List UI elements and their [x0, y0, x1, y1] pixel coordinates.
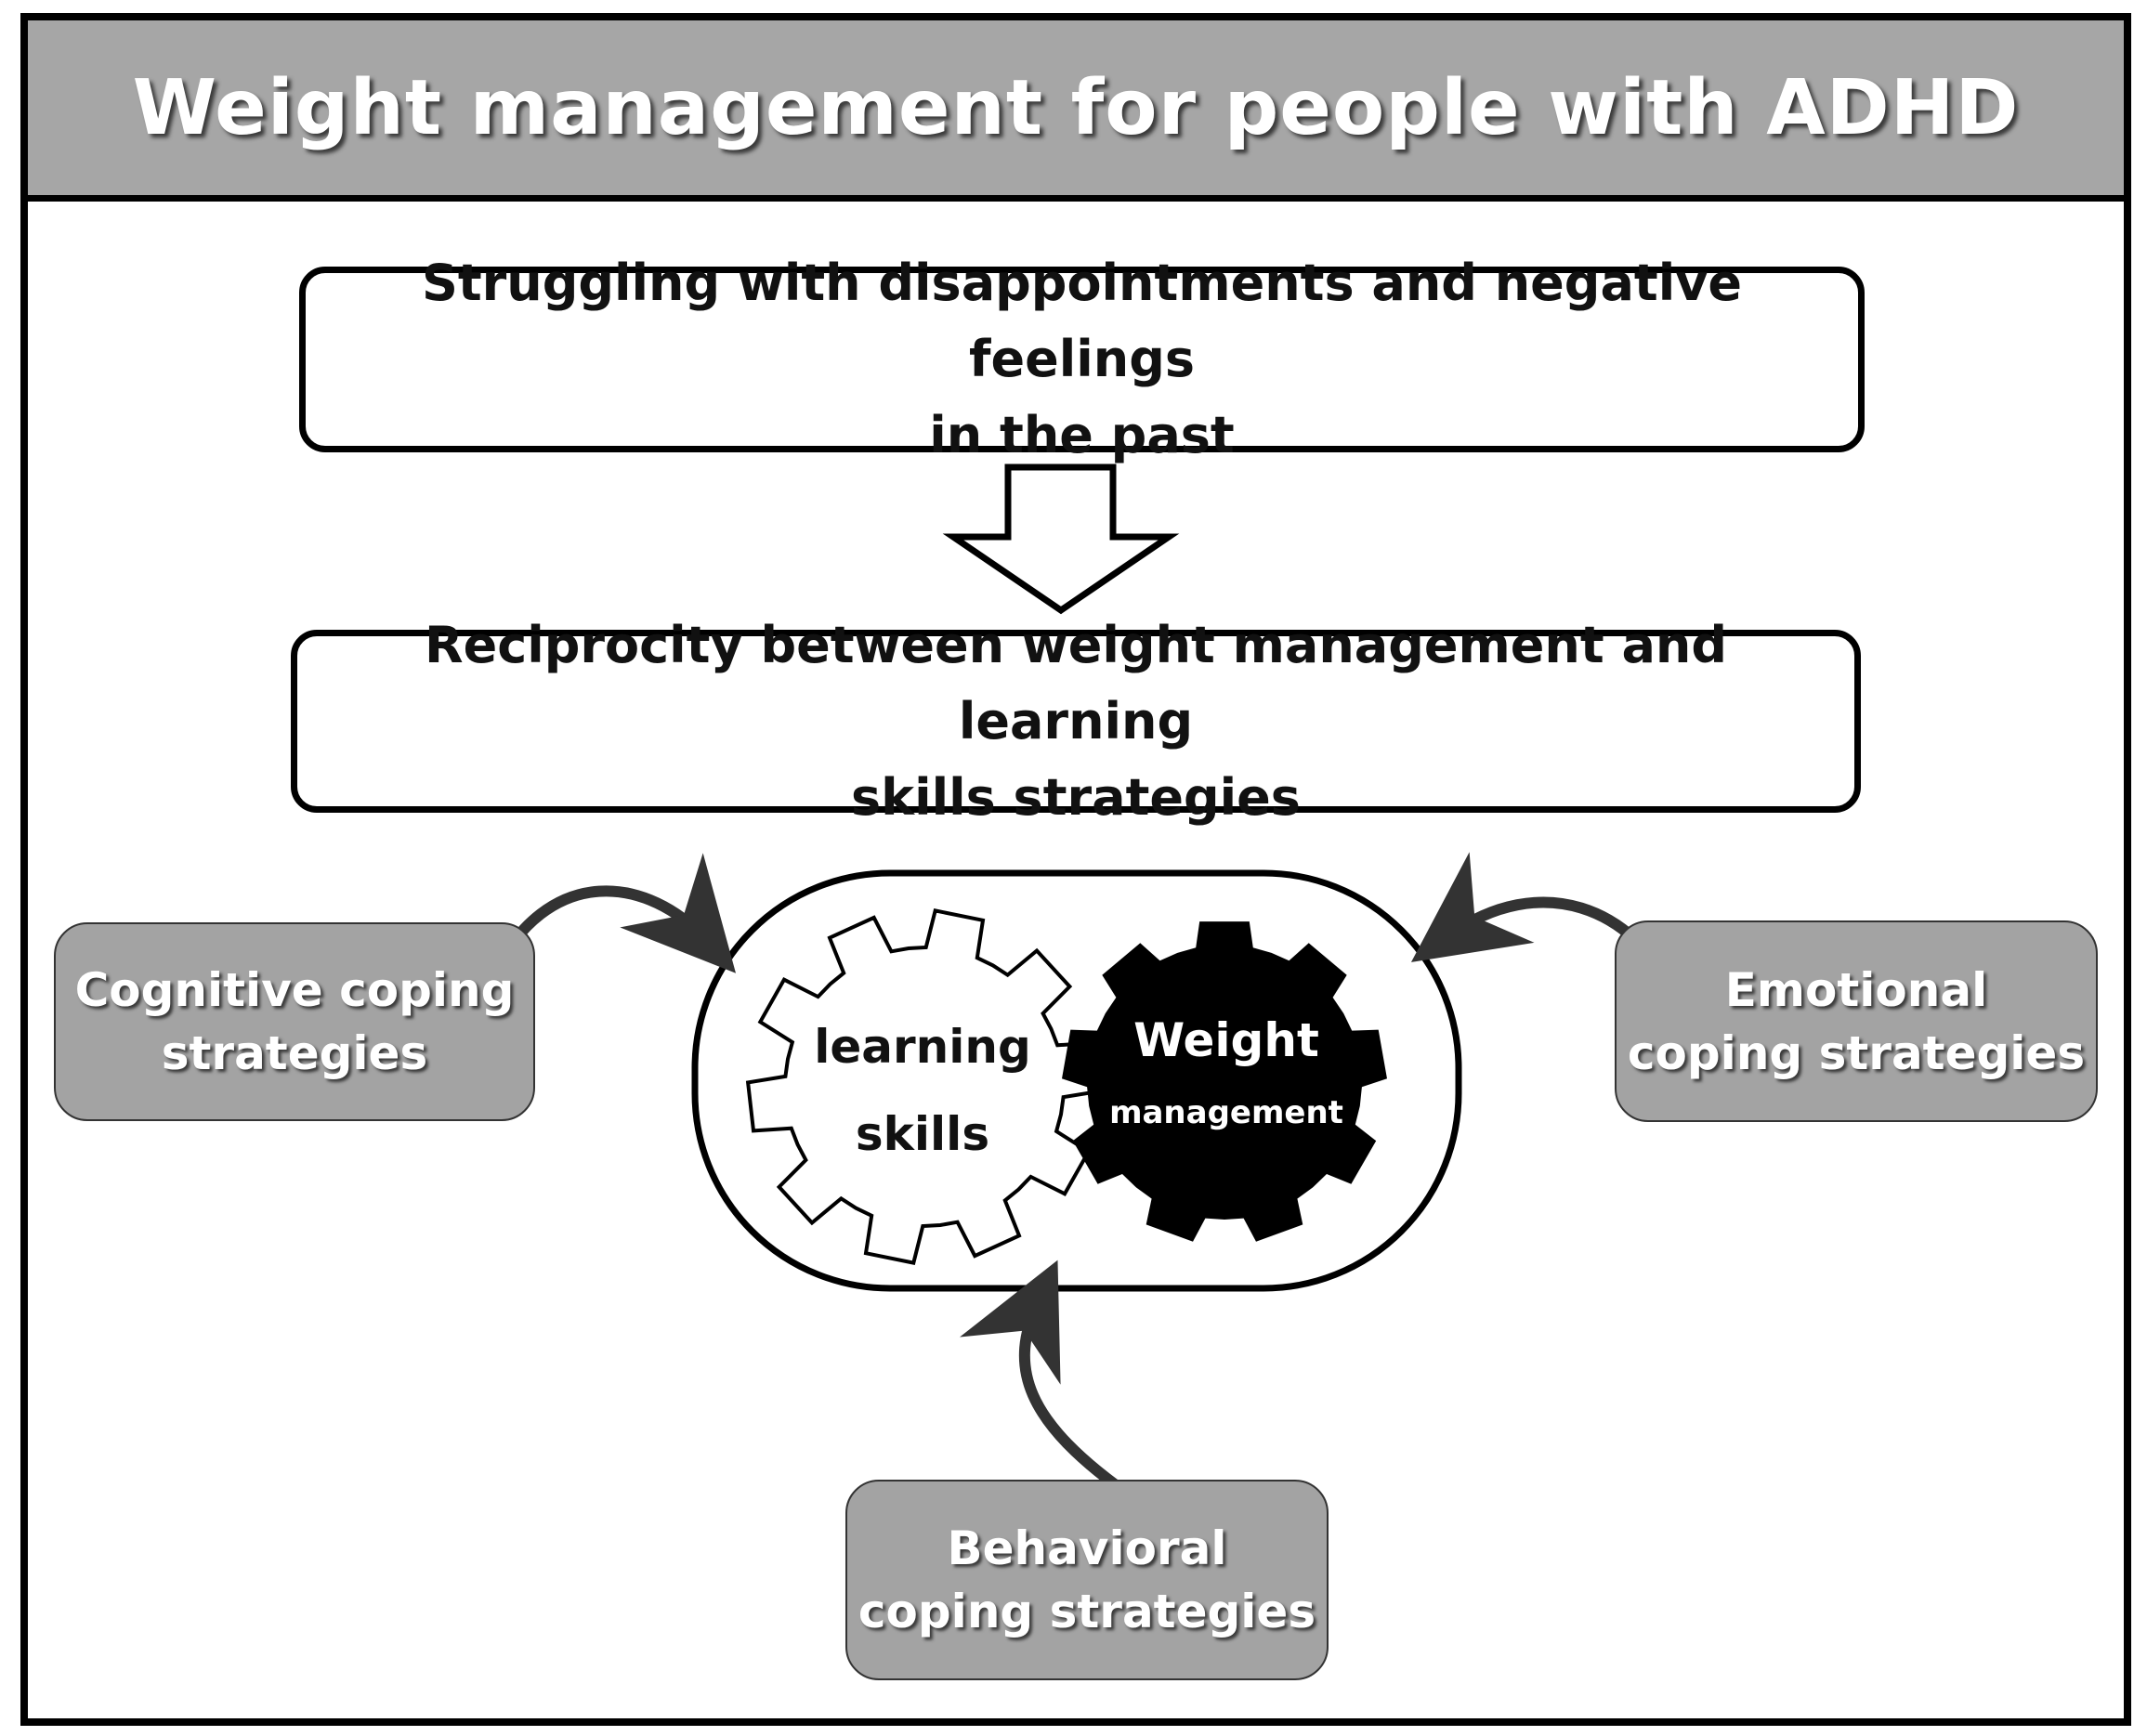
behavioral-arrow	[960, 1260, 1141, 1505]
past-struggles-line2: in the past	[929, 406, 1235, 464]
weight-label-line2: management	[1109, 1094, 1343, 1131]
figure-title: Weight management for people with ADHD	[132, 63, 2020, 152]
learning-skills-label: learning skills	[806, 1003, 1039, 1178]
weight-management-label: Weight management	[1092, 1011, 1361, 1155]
learning-label-line1: learning	[814, 1020, 1031, 1074]
cognitive-line1: Cognitive coping	[74, 963, 515, 1017]
title-bar: Weight management for people with ADHD	[28, 20, 2124, 202]
weight-gear-shape	[1062, 921, 1387, 1242]
down-arrow-icon	[942, 463, 1180, 615]
emotional-strategies-box: Emotional coping strategies	[1615, 920, 2098, 1122]
past-struggles-line1: Struggling with disappointments and nega…	[421, 254, 1743, 388]
behavioral-line2: coping strategies	[857, 1585, 1316, 1638]
past-struggles-box: Struggling with disappointments and nega…	[299, 254, 1865, 464]
behavioral-strategies-box: Behavioral coping strategies	[845, 1480, 1329, 1680]
learning-skills-gear	[745, 908, 1104, 1265]
cognitive-strategies-box: Cognitive coping strategies	[54, 922, 535, 1121]
weight-label-line1: Weight	[1133, 1013, 1319, 1067]
reciprocity-line1: Reciprocity between weight management an…	[425, 615, 1727, 751]
cognitive-line2: strategies	[161, 1026, 428, 1080]
emotional-line2: coping strategies	[1627, 1025, 2086, 1080]
learning-label-line2: skills	[855, 1107, 990, 1161]
weight-management-gear	[1062, 921, 1387, 1242]
reciprocity-line2: skills strategies	[851, 767, 1301, 827]
learning-gear-shape	[745, 908, 1104, 1265]
behavioral-line1: Behavioral	[947, 1521, 1227, 1575]
emotional-line1: Emotional	[1724, 962, 1988, 1017]
reciprocity-box: Reciprocity between weight management an…	[291, 616, 1861, 827]
